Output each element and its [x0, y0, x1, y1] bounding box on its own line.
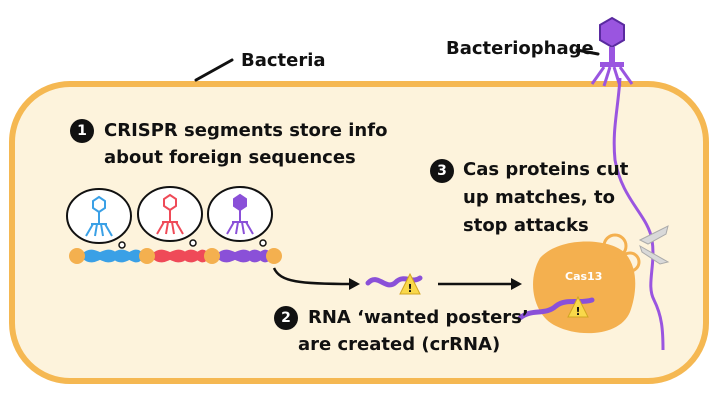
- bacteria-pointer: [194, 58, 234, 82]
- arrowhead-1: [349, 278, 360, 290]
- arrowhead-2: [511, 278, 522, 290]
- step-1-badge: 1: [70, 119, 94, 143]
- step-3-line-3: stop attacks: [463, 215, 589, 236]
- crispr-array: [69, 248, 282, 264]
- bacteriophage-icon: [590, 16, 634, 87]
- bacteriophage-pointer: [575, 48, 600, 56]
- bacteria-label: Bacteria: [241, 50, 326, 71]
- cas13-label: Cas13: [565, 270, 603, 283]
- step-3-badge: 3: [430, 159, 454, 183]
- warning-icon: !: [399, 272, 421, 295]
- step-3-line-2: up matches, to: [463, 187, 615, 208]
- step-2-badge: 2: [274, 306, 298, 330]
- step-3-line-1: Cas proteins cut: [463, 159, 629, 180]
- bacteria-cell: [9, 81, 709, 384]
- step-1-line-2: about foreign sequences: [104, 147, 356, 168]
- svg-text:!: !: [575, 305, 580, 318]
- step-2-line-1: RNA ‘wanted posters’: [308, 307, 529, 328]
- arrow-to-crrna: [272, 267, 353, 286]
- memory-bubble-blue: [66, 188, 132, 249]
- scissors-icon: [638, 225, 670, 265]
- step-1-line-1: CRISPR segments store info: [104, 120, 388, 141]
- bacteriophage-label: Bacteriophage: [446, 38, 594, 59]
- cas13-protein: [517, 233, 641, 334]
- step-2-line-2: are created (crRNA): [298, 334, 501, 355]
- warning-icon-cas13: !: [567, 295, 589, 318]
- svg-text:!: !: [407, 282, 412, 295]
- memory-bubble-purple: [207, 186, 273, 247]
- memory-bubble-red: [137, 186, 203, 247]
